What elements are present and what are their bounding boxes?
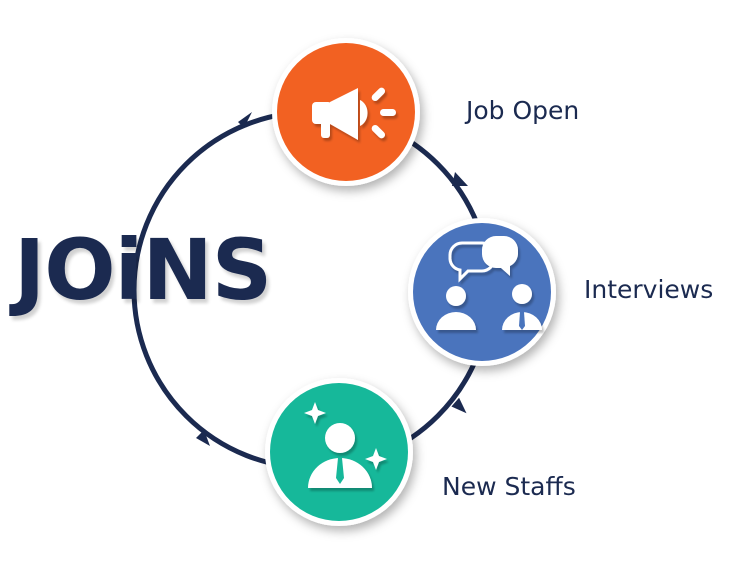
joins-logo: JOiNS <box>14 221 272 319</box>
step-interviews <box>408 218 556 366</box>
arrow-icon <box>238 112 252 128</box>
label-new-staffs: New Staffs <box>442 472 576 501</box>
label-job-open: Job Open <box>466 96 580 125</box>
label-interviews: Interviews <box>584 275 714 304</box>
interview-icon <box>436 236 542 330</box>
arrow-icon <box>452 172 468 186</box>
arrow-icon <box>196 430 210 446</box>
arrow-icon <box>451 397 467 414</box>
step-job-open <box>272 38 420 186</box>
megaphone-icon <box>312 87 396 140</box>
new-staff-icon <box>304 402 387 488</box>
step-new-staffs <box>265 378 413 526</box>
